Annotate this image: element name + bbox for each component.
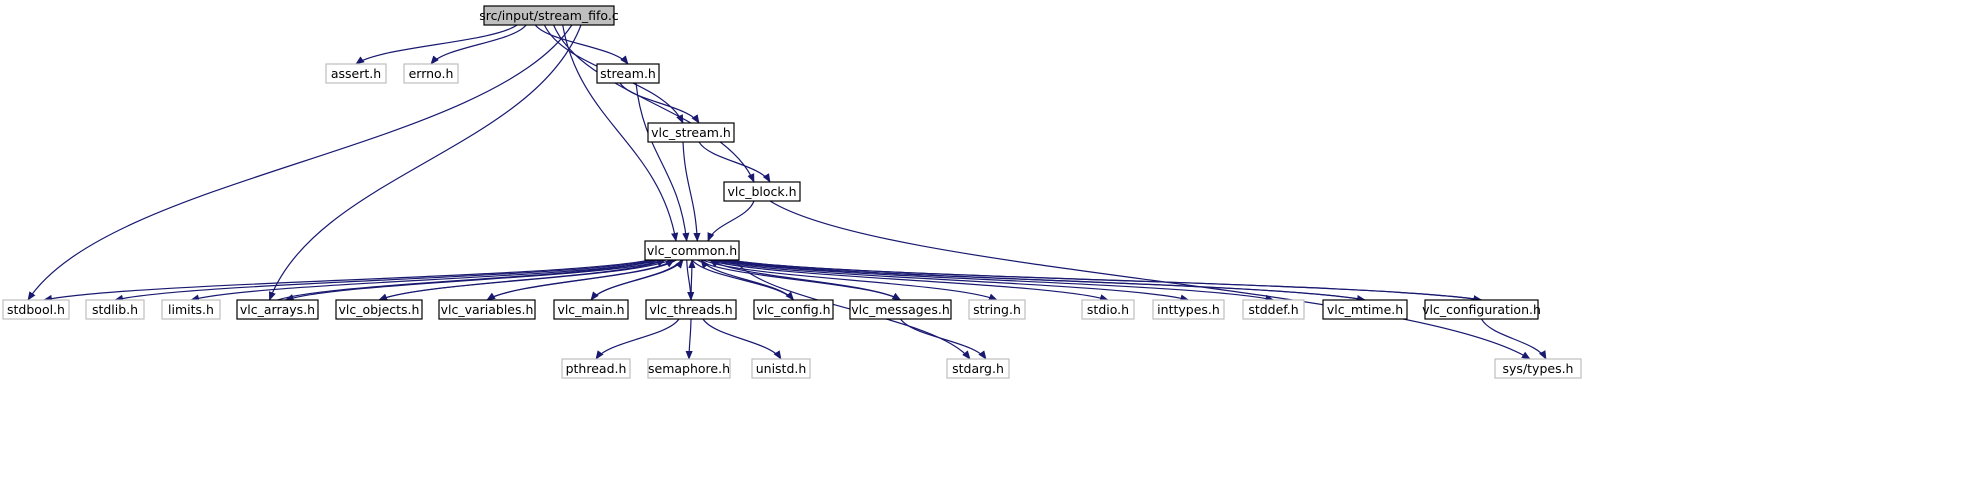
node-semaphore: semaphore.h	[647, 358, 731, 379]
edge-vlc_threads-to-semaphore	[685, 318, 693, 360]
node-label: vlc_objects.h	[339, 302, 420, 317]
node-label: stddef.h	[1248, 302, 1298, 317]
edge-vlc_objects-to-vlc_common	[378, 259, 666, 301]
node-vlc-objects[interactable]: vlc_objects.h	[335, 299, 423, 320]
node-label: vlc_common.h	[647, 243, 737, 258]
node-label: stream.h	[600, 66, 656, 81]
edge-vlc_main-to-vlc_common	[590, 259, 684, 301]
edge-vlc_common-to-stddef	[718, 259, 1275, 302]
edge-root-to-assert	[355, 24, 518, 65]
node-label: semaphore.h	[648, 361, 730, 376]
edge-root-to-stream	[534, 24, 629, 65]
edge-vlc_arrays-to-vlc_common	[277, 259, 657, 301]
node-vlc-stream[interactable]: vlc_stream.h	[647, 122, 735, 143]
edge-vlc_config-to-vlc_common	[700, 259, 794, 301]
node-string: string.h	[968, 299, 1026, 320]
node-label: inttypes.h	[1157, 302, 1220, 317]
edge-root-to-errno	[430, 24, 527, 65]
node-label: string.h	[973, 302, 1021, 317]
edge-vlc_mtime-to-vlc_common	[718, 257, 1366, 301]
node-stdbool: stdbool.h	[2, 299, 70, 320]
node-stddef: stddef.h	[1242, 299, 1305, 320]
node-label: errno.h	[409, 66, 454, 81]
node-label: stdio.h	[1087, 302, 1129, 317]
edge-vlc_common-to-stdbool	[43, 259, 651, 302]
node-errno: errno.h	[403, 63, 459, 84]
node-sys-types: sys/types.h	[1494, 358, 1582, 379]
edge-vlc_common-to-vlc_threads	[686, 259, 695, 301]
edge-vlc_threads-to-vlc_common	[688, 259, 696, 301]
node-label: sys/types.h	[1503, 361, 1574, 376]
node-vlc-arrays[interactable]: vlc_arrays.h	[236, 299, 319, 320]
node-label: pthread.h	[566, 361, 627, 376]
edge-vlc_configuration-to-sys_types	[1480, 318, 1547, 360]
edge-vlc_common-to-limits	[190, 259, 661, 302]
node-label: stdlib.h	[92, 302, 138, 317]
node-limits: limits.h	[161, 299, 221, 320]
node-label: unistd.h	[756, 361, 807, 376]
edge-vlc_common-to-stdlib	[114, 259, 656, 302]
node-inttypes: inttypes.h	[1152, 299, 1225, 320]
node-label: src/input/stream_fifo.c	[479, 8, 619, 23]
edge-vlc_common-to-stdio	[707, 259, 1109, 302]
node-vlc-block[interactable]: vlc_block.h	[723, 181, 801, 202]
node-stdio: stdio.h	[1081, 299, 1135, 320]
node-label: assert.h	[331, 66, 381, 81]
node-label: stdbool.h	[7, 302, 65, 317]
node-label: vlc_configuration.h	[1422, 302, 1541, 317]
edge-vlc_common-to-inttypes	[712, 259, 1190, 302]
edge-root-to-vlc_block	[553, 24, 755, 183]
node-vlc-common[interactable]: vlc_common.h	[644, 240, 740, 261]
node-label: stdarg.h	[952, 361, 1004, 376]
edges-layer	[27, 24, 1547, 360]
node-label: vlc_mtime.h	[1327, 302, 1403, 317]
node-stdlib: stdlib.h	[85, 299, 145, 320]
node-label: vlc_stream.h	[651, 125, 731, 140]
node-label: vlc_variables.h	[441, 302, 534, 317]
node-root[interactable]: src/input/stream_fifo.c	[479, 5, 619, 26]
edge-root-to-vlc_arrays	[268, 24, 582, 301]
node-vlc-main[interactable]: vlc_main.h	[553, 299, 629, 320]
node-label: vlc_main.h	[557, 302, 624, 317]
edge-root-to-vlc_common	[562, 24, 679, 242]
edge-vlc_variables-to-vlc_common	[486, 259, 675, 301]
edge-vlc_threads-to-unistd	[702, 318, 782, 360]
node-stdarg: stdarg.h	[946, 358, 1010, 379]
node-vlc-threads[interactable]: vlc_threads.h	[645, 299, 737, 320]
node-stream[interactable]: stream.h	[596, 63, 660, 84]
node-label: vlc_config.h	[756, 302, 830, 317]
node-label: vlc_threads.h	[649, 302, 732, 317]
edge-vlc_threads-to-pthread	[595, 318, 680, 360]
node-vlc-configuration[interactable]: vlc_configuration.h	[1422, 299, 1541, 320]
node-label: limits.h	[168, 302, 214, 317]
node-pthread: pthread.h	[561, 358, 631, 379]
node-vlc-variables[interactable]: vlc_variables.h	[438, 299, 536, 320]
edge-root-to-stdbool	[27, 24, 573, 301]
edge-stream-to-vlc_common	[635, 82, 690, 242]
node-label: vlc_messages.h	[851, 302, 950, 317]
edge-stream-to-vlc_stream	[619, 82, 700, 124]
node-label: vlc_arrays.h	[240, 302, 315, 317]
node-vlc-mtime[interactable]: vlc_mtime.h	[1322, 299, 1408, 320]
node-unistd: unistd.h	[751, 358, 811, 379]
edge-vlc_stream-to-vlc_block	[698, 141, 771, 183]
edge-vlc_messages-to-stdarg	[900, 318, 987, 360]
edge-vlc_stream-to-vlc_common	[682, 141, 701, 242]
node-vlc-config[interactable]: vlc_config.h	[753, 299, 834, 320]
node-assert: assert.h	[325, 63, 387, 84]
node-label: vlc_block.h	[727, 184, 796, 199]
edge-vlc_block-to-sys_types	[769, 200, 1531, 360]
node-vlc-messages[interactable]: vlc_messages.h	[849, 299, 952, 320]
edge-vlc_block-to-vlc_common	[707, 200, 755, 242]
edge-vlc_common-to-vlc_arrays	[284, 259, 666, 302]
edge-vlc_configuration-to-vlc_common	[727, 257, 1482, 301]
nodes-layer: src/input/stream_fifo.c assert.h errno.h st…	[2, 5, 1582, 379]
edge-vlc_messages-to-vlc_common	[709, 259, 901, 301]
